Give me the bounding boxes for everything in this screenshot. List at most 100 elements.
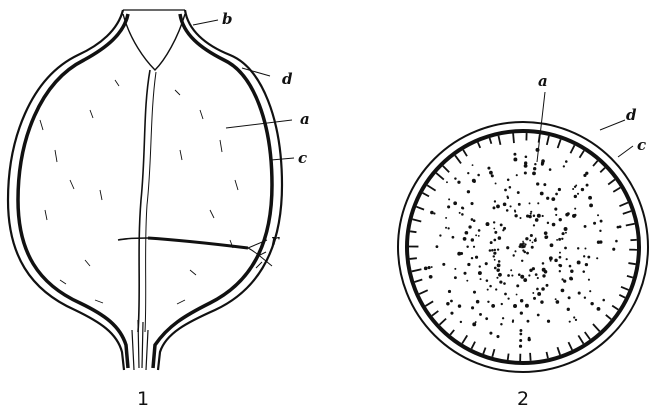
cell-dot [584, 225, 587, 228]
cell-dot [513, 153, 516, 156]
cell-dot [493, 206, 496, 209]
cell-dot [478, 229, 481, 232]
cell-dot [570, 278, 573, 281]
cell-dot [564, 227, 568, 231]
cell-dot [558, 188, 561, 191]
rim-tick [557, 347, 560, 355]
cell-dot [541, 162, 544, 165]
cell-dot [501, 303, 503, 305]
core-dot [512, 254, 514, 256]
cell-dot [519, 329, 522, 332]
cell-dot [511, 274, 513, 276]
cell-dot [446, 181, 448, 183]
cell-dot [473, 291, 476, 294]
figure-2-transverse-section: a d c 2 [398, 72, 648, 410]
cell-dot [487, 167, 490, 170]
cell-dot [540, 192, 544, 196]
cell-dot [497, 205, 500, 208]
cell-dot [494, 200, 496, 202]
cell-dot [472, 322, 476, 326]
neck-tissue [123, 14, 185, 70]
rim-tick [478, 142, 480, 148]
rim-tick [423, 193, 429, 196]
label-c-fig2: c [637, 136, 646, 154]
figure-number-2: 2 [517, 388, 529, 410]
cell-dot [509, 186, 512, 189]
cell-dot [447, 205, 450, 208]
cell-dot [473, 246, 475, 248]
cell-dot [519, 339, 522, 342]
rim-tick [455, 155, 461, 163]
cell-dot [537, 214, 541, 218]
cell-dot [513, 158, 517, 162]
cell-dot [537, 202, 539, 204]
cell-dot [532, 171, 536, 175]
core-dot [529, 239, 531, 241]
cell-dot [561, 238, 563, 240]
cell-dot [533, 167, 536, 170]
cell-dot [558, 238, 561, 241]
rim-tick [547, 136, 549, 145]
cell-dot [493, 228, 495, 230]
cell-dot [572, 188, 574, 190]
cell-dot [547, 222, 549, 224]
cell-dot [489, 249, 492, 252]
cell-dot [507, 274, 510, 277]
cell-dot [530, 213, 532, 215]
cell-dot [494, 267, 497, 270]
cell-dot [497, 248, 499, 250]
cell-dot [597, 241, 600, 244]
cell-dot [487, 289, 489, 291]
cell-dot [475, 256, 478, 259]
cell-dot [457, 181, 460, 184]
cell-dot [498, 273, 502, 277]
core-dot [514, 250, 516, 252]
cell-dot [507, 179, 510, 182]
rim-tick [419, 290, 428, 294]
cell-dot [507, 297, 509, 299]
cell-dot [562, 233, 564, 235]
cell-dot [525, 304, 529, 308]
cell-dot [453, 201, 457, 205]
cell-dot [439, 234, 441, 236]
cell-dot [537, 277, 539, 279]
cell-dot [549, 256, 553, 260]
cell-dot [467, 263, 470, 266]
cell-dot [489, 332, 492, 335]
cell-dot [445, 217, 447, 219]
cell-dot [485, 262, 488, 265]
cell-dot [478, 271, 482, 275]
rim-tick [593, 161, 598, 166]
core-dot [525, 237, 528, 240]
cell-dot [582, 270, 585, 273]
rim-tick [558, 139, 561, 148]
cell-dot [431, 266, 433, 268]
cell-dot [565, 160, 568, 163]
cell-dot [514, 211, 516, 213]
cell-dot [476, 300, 480, 304]
cell-dot [565, 232, 567, 234]
cell-dot [519, 345, 522, 348]
cell-dot [494, 259, 496, 261]
cell-dot [491, 304, 495, 308]
cell-dot [556, 300, 560, 304]
inner-wall [18, 14, 272, 368]
cell-dot [545, 236, 548, 239]
rim-tick [619, 295, 625, 298]
cell-dot [490, 241, 493, 244]
rim-tick [492, 349, 494, 357]
label-a-fig1: a [300, 110, 310, 128]
cell-dot [559, 218, 562, 221]
cell-dot [556, 239, 558, 241]
cell-dot [436, 245, 439, 248]
rim-tick [628, 263, 635, 264]
cell-dot [504, 189, 507, 192]
cell-dot [593, 222, 596, 225]
rim-tick [440, 319, 447, 325]
rim-tick [415, 280, 423, 283]
cell-dot [546, 197, 549, 200]
cell-dot [429, 275, 433, 279]
cell-dot [493, 239, 496, 242]
rim-tick [427, 185, 435, 190]
